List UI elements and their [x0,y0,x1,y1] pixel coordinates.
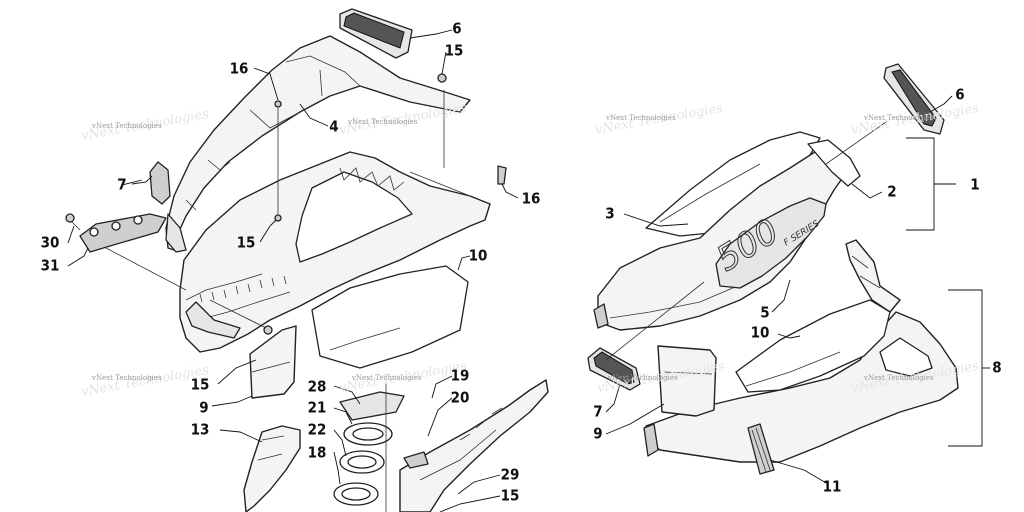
part-8-upper-bracket [845,239,901,313]
callout-c9b: 9 [593,425,602,443]
callout-c3: 3 [605,205,614,223]
watermark: vNext Technologies [605,114,676,122]
callout-c8: 8 [992,359,1001,377]
callout-c22: 22 [308,421,327,439]
callout-c30: 30 [41,234,60,252]
watermark: vNext Technologies [91,122,162,130]
part-31-bracket [79,213,167,253]
callout-c21: 21 [308,399,327,417]
watermark: vNext Technologies [351,374,422,382]
callout-c13: 13 [191,421,210,439]
callout-c16a: 16 [230,60,249,78]
part-9-left-block [249,325,297,399]
part-7-left-intake [149,161,171,205]
callout-c6b: 6 [955,86,964,104]
part-2-main-shell [593,139,861,331]
callout-c15a: 15 [445,42,464,60]
assembly-lines-right [605,121,887,361]
part-22-ring [339,450,385,474]
part-9-right-panel [657,345,717,417]
callout-c16b: 16 [522,190,541,208]
part-4-hood-shell [165,35,471,253]
part-8-lower-panel [643,311,959,463]
assembly-brackets [906,137,990,447]
callout-c18: 18 [308,444,327,462]
part-11-trim [747,423,775,475]
watermark: vNext Technologies [607,374,678,382]
callout-c6a: 6 [452,20,461,38]
part-13-bracket [243,425,301,512]
part-30-screw [65,213,81,231]
watermark: vNext Technologies [863,114,934,122]
part-6-left-vent [339,8,413,59]
callout-c15c: 15 [191,376,210,394]
callout-c29: 29 [501,466,520,484]
callout-c31: 31 [41,257,60,275]
callout-c11: 11 [823,478,842,496]
part-21-ring [343,422,393,446]
part-10-left-panel [311,265,469,369]
hood-lower-frame [179,151,491,353]
callout-c15d: 15 [501,487,520,505]
right-assembly: 500 F SERIES [587,63,959,475]
callout-c10b: 10 [751,324,770,342]
callout-c15b: 15 [237,234,256,252]
part-7-right-intake [587,347,641,391]
callout-c9a: 9 [199,399,208,417]
part-19-20-belly-pan [399,379,549,512]
part-10-right-panel [735,299,891,393]
callout-c7b: 7 [593,403,602,421]
left-assembly [65,8,549,512]
callout-c10a: 10 [469,247,488,265]
part-18-ring [333,482,379,506]
callout-c7a: 7 [117,176,126,194]
leader-lines [67,29,953,512]
callout-c2: 2 [887,183,896,201]
callout-c5: 5 [760,304,769,322]
callout-c20: 20 [451,389,470,407]
assembly-lines-left [105,90,445,512]
callout-c28: 28 [308,378,327,396]
watermark: vNext Technologies [347,118,418,126]
callout-c1: 1 [970,176,979,194]
watermark: vNext Technologies [91,374,162,382]
callout-c19: 19 [451,367,470,385]
part-6-right-vent [883,63,945,135]
callout-c4: 4 [329,118,338,136]
fasteners [263,73,507,335]
watermark: vNext Technologies [863,374,934,382]
part-28-plate [339,391,405,421]
